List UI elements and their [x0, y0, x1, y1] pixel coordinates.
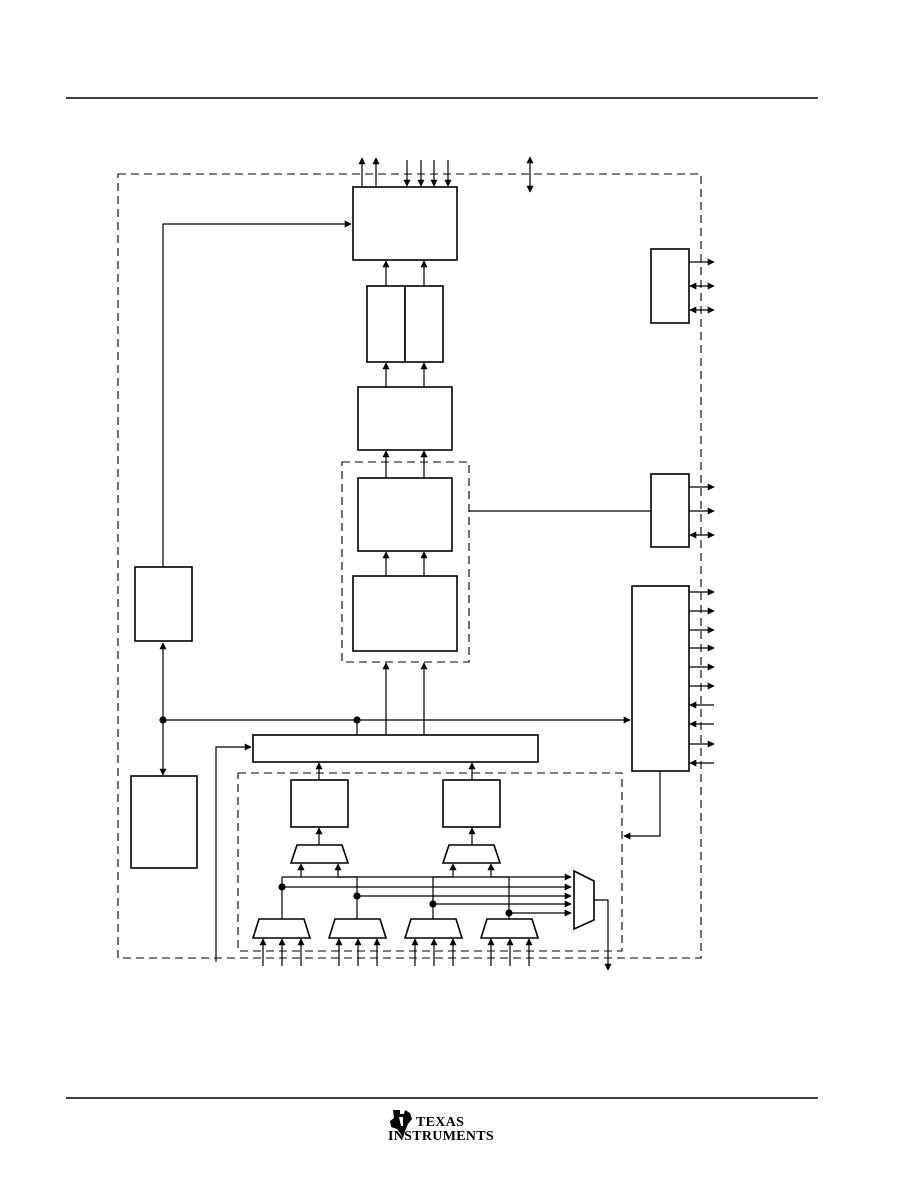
- mux-group-right-block: [442, 779, 501, 828]
- right-tall-block: [631, 585, 690, 772]
- right-middle-io-arrows: [689, 483, 715, 539]
- mid-block: [357, 386, 453, 451]
- external-input-to-wide-block: [215, 743, 252, 962]
- mux-junction-4: [505, 909, 513, 917]
- left-to-top-block-link: [162, 220, 352, 567]
- group-lower-block: [352, 575, 458, 652]
- top-output-arrows: [358, 157, 380, 186]
- first-stage-mux-2: [327, 918, 388, 939]
- device-boundary: [117, 173, 702, 959]
- mux-junction-1: [278, 883, 286, 891]
- ti-state-logo-icon: [390, 1110, 412, 1138]
- mux-junction-2: [353, 892, 361, 900]
- split-block-left: [366, 285, 406, 363]
- output-selector-mux: [573, 869, 595, 931]
- ti-wordmark: Texas Instruments: [388, 1115, 516, 1144]
- ti-wordmark-line1: Texas: [416, 1115, 465, 1130]
- mux-interconnects: [281, 863, 572, 919]
- left-upper-block: [134, 566, 193, 642]
- bus-junction-left: [159, 716, 167, 724]
- input-mux-group-boundary: [237, 772, 623, 952]
- column-connections: [382, 260, 428, 735]
- right-middle-block: [650, 473, 690, 548]
- split-block-right: [404, 285, 444, 363]
- bottom-input-arrows: [259, 938, 533, 966]
- group-upper-block: [357, 477, 453, 552]
- right-tall-io-arrows: [689, 588, 715, 767]
- right-upper-block: [650, 248, 690, 324]
- right-upper-io-arrows: [689, 258, 715, 314]
- top-input-arrows: [403, 160, 452, 187]
- second-stage-mux-right: [441, 844, 502, 864]
- second-stage-mux-left: [289, 844, 350, 864]
- left-lower-block: [130, 775, 198, 869]
- output-selector-out: [594, 899, 612, 971]
- top-block: [352, 186, 458, 261]
- wide-block: [252, 734, 539, 763]
- first-stage-mux-3: [403, 918, 464, 939]
- mux-group-left-block: [290, 779, 349, 828]
- mux-junction-3: [429, 900, 437, 908]
- processing-group-boundary: [341, 461, 470, 663]
- right-tall-to-mux-group-link: [623, 771, 661, 840]
- ti-wordmark-line2: Instruments: [388, 1129, 494, 1144]
- first-stage-mux-1: [251, 918, 312, 939]
- first-stage-mux-4: [479, 918, 540, 939]
